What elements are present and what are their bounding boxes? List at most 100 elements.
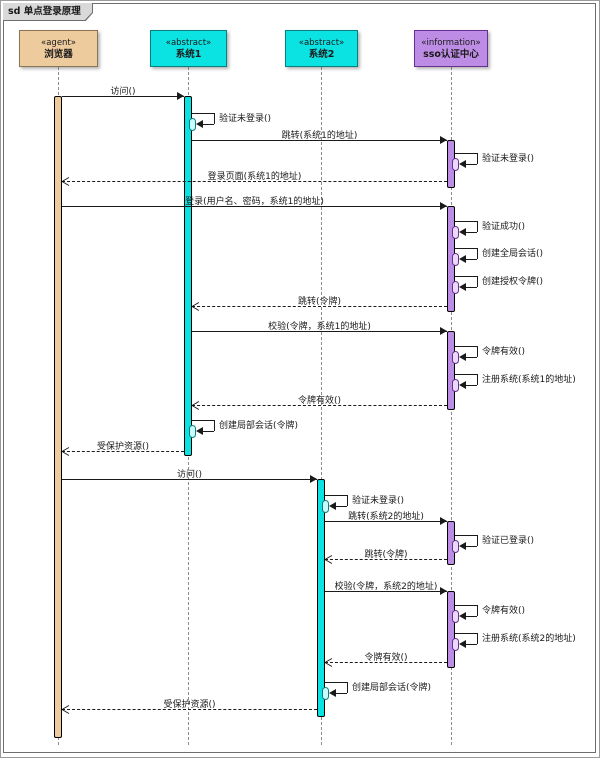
sub-activation: [452, 638, 459, 651]
arrowhead: [459, 283, 466, 291]
arrowhead: [459, 160, 466, 168]
activation-bar-sso: [447, 591, 455, 668]
message-line: [203, 124, 214, 125]
lifeline-head-browser: «agent»浏览器: [19, 30, 98, 67]
message-label: 验证未登录(): [219, 114, 272, 124]
sub-activation: [452, 351, 459, 364]
activation-bar-sys1: [184, 96, 192, 456]
message-line: [203, 431, 214, 432]
message-label: 登录(用户名、密码，系统1的地址): [185, 197, 324, 207]
message-line: [455, 276, 477, 277]
arrowhead: [440, 202, 447, 210]
arrowhead: [459, 381, 466, 389]
lifeline-name: sso认证中心: [423, 48, 479, 60]
message-label: 跳转(系统1的地址): [281, 131, 358, 141]
message-label: 跳转(令牌): [364, 550, 408, 560]
arrowhead: [440, 587, 447, 595]
arrowhead: [459, 228, 466, 236]
sub-activation: [452, 158, 459, 171]
message-line: [214, 113, 215, 124]
diagram-frame-border: [3, 3, 596, 753]
arrowhead: [440, 136, 447, 144]
message-line: [477, 248, 478, 259]
message-line: [347, 495, 348, 506]
message-label: 创建全局会话(): [482, 249, 544, 259]
message-line: [477, 605, 478, 616]
message-line: [477, 346, 478, 357]
message-label: 创建局部会话(令牌): [352, 683, 432, 693]
message-line: [477, 374, 478, 385]
message-line: [347, 682, 348, 693]
message-label: 跳转(令牌): [297, 297, 342, 307]
arrowhead: [310, 475, 317, 483]
message-line: [192, 420, 214, 421]
activation-bar-sso: [447, 331, 455, 410]
message-line: [466, 232, 477, 233]
message-line: [455, 605, 477, 606]
message-line: [336, 693, 347, 694]
message-label: 令牌有效(): [482, 347, 526, 357]
message-line: [466, 259, 477, 260]
message-label: 注册系统(系统2的地址): [482, 634, 576, 644]
lifeline-head-sso: «information»sso认证中心: [414, 30, 488, 67]
message-label: 验证成功(): [482, 222, 526, 232]
message-line: [466, 357, 477, 358]
message-line: [477, 633, 478, 644]
lifeline-stereotype: «agent»: [41, 37, 76, 48]
message-line: [455, 248, 477, 249]
message-line: [192, 331, 447, 332]
sub-activation: [452, 253, 459, 266]
message-line: [325, 559, 447, 560]
sub-activation: [322, 500, 329, 513]
message-line: [466, 287, 477, 288]
message-label: 创建授权令牌(): [482, 277, 544, 287]
arrowhead: [459, 353, 466, 361]
lifeline-head-sys2: «abstract»系统2: [285, 30, 358, 67]
arrowhead: [440, 517, 447, 525]
message-line: [192, 405, 447, 406]
arrowhead: [196, 427, 203, 435]
sub-activation: [452, 226, 459, 239]
arrowhead: [177, 92, 184, 100]
message-line: [325, 495, 347, 496]
message-label: 受保护资源(): [163, 700, 216, 710]
message-line: [214, 420, 215, 431]
message-line: [325, 521, 447, 522]
lifeline-stereotype: «information»: [421, 37, 481, 48]
arrowhead: [459, 640, 466, 648]
message-line: [477, 535, 478, 546]
arrowhead: [329, 689, 336, 697]
message-line: [325, 662, 447, 663]
message-line: [477, 153, 478, 164]
message-label: 令牌有效(): [297, 396, 342, 406]
message-line: [62, 96, 184, 97]
lifeline-stereotype: «abstract»: [298, 37, 345, 48]
message-label: 验证未登录(): [482, 154, 535, 164]
lifeline-name: 系统1: [175, 48, 202, 60]
message-label: 验证已登录(): [482, 536, 535, 546]
message-line: [466, 644, 477, 645]
message-line: [62, 181, 447, 182]
message-line: [455, 346, 477, 347]
lifeline-name: 浏览器: [44, 48, 73, 60]
message-line: [192, 113, 214, 114]
message-label: 跳转(系统2的地址): [348, 512, 424, 522]
message-line: [325, 591, 447, 592]
message-label: 创建局部会话(令牌): [219, 421, 299, 431]
message-label: 受保护资源(): [96, 442, 150, 452]
message-line: [455, 374, 477, 375]
message-line: [455, 633, 477, 634]
message-line: [325, 682, 347, 683]
sub-activation: [452, 379, 459, 392]
message-line: [455, 221, 477, 222]
arrowhead: [459, 612, 466, 620]
arrowhead: [459, 255, 466, 263]
lifeline-line-sys2: [321, 67, 322, 745]
sub-activation: [452, 540, 459, 553]
message-line: [192, 140, 447, 141]
message-line: [62, 451, 184, 452]
arrowhead: [440, 327, 447, 335]
lifeline-name: 系统2: [308, 48, 335, 60]
